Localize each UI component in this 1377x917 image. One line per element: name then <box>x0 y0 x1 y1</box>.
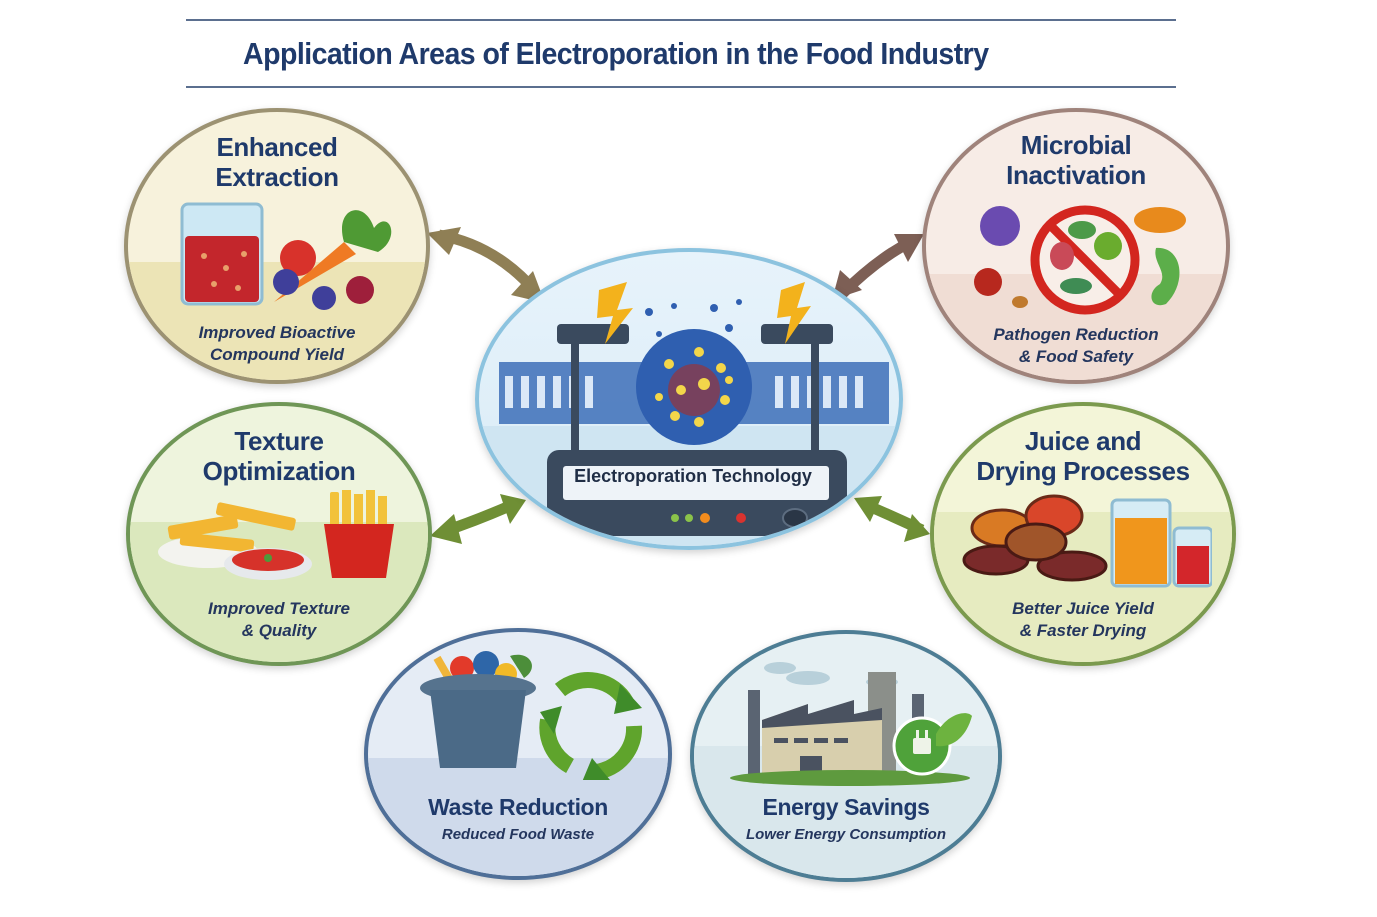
node-title-line: Texture <box>234 426 324 456</box>
node-subtitle-line: Pathogen Reduction <box>993 325 1159 344</box>
node-subtitle-line: Lower Energy Consumption <box>745 826 946 843</box>
node-title-line: Enhanced <box>216 132 338 162</box>
node-subtitle-line: Compound Yield <box>209 345 345 364</box>
beaker-vegetables-icon <box>180 202 392 310</box>
node-subtitle-line: Improved Bioactive <box>198 323 356 342</box>
node-energy-savings: Energy Savings Lower Energy Consumption <box>690 630 1002 882</box>
title-top-rule <box>186 19 1176 21</box>
node-title-line: Waste Reduction <box>428 794 608 820</box>
node-title-line: Extraction <box>215 162 339 192</box>
node-title-line: Drying Processes <box>976 456 1190 486</box>
dried-fruit-juice-icon <box>962 494 1212 588</box>
node-title-line: Energy Savings <box>762 794 930 820</box>
title-bottom-rule <box>186 86 1176 88</box>
node-title-line: Inactivation <box>1006 160 1146 190</box>
node-title-line: Microbial <box>1020 130 1132 160</box>
node-subtitle-line: & Faster Drying <box>1019 621 1147 640</box>
center-label: Electroporation Technology <box>574 466 812 486</box>
node-waste-reduction: Waste Reduction Reduced Food Waste <box>364 628 672 880</box>
page-title: Application Areas of Electroporation in … <box>243 36 989 71</box>
node-subtitle-line: & Food Safety <box>1018 347 1134 366</box>
node-subtitle-line: Improved Texture <box>207 599 351 618</box>
node-title-line: Juice and <box>1024 426 1142 456</box>
no-microbes-icon <box>974 205 1186 315</box>
node-title-line: Optimization <box>202 456 356 486</box>
arrow-center-microbial <box>832 234 924 300</box>
electroporation-device-icon <box>499 282 889 536</box>
node-subtitle-line: Better Juice Yield <box>1012 599 1154 618</box>
factory-green-plug-icon <box>730 662 972 786</box>
node-subtitle-line: & Quality <box>241 621 317 640</box>
node-subtitle-line: Reduced Food Waste <box>441 826 595 843</box>
center-node: Electroporation Technology <box>475 248 903 550</box>
french-fries-icon <box>158 490 394 580</box>
waste-bin-recycle-icon <box>420 651 643 780</box>
